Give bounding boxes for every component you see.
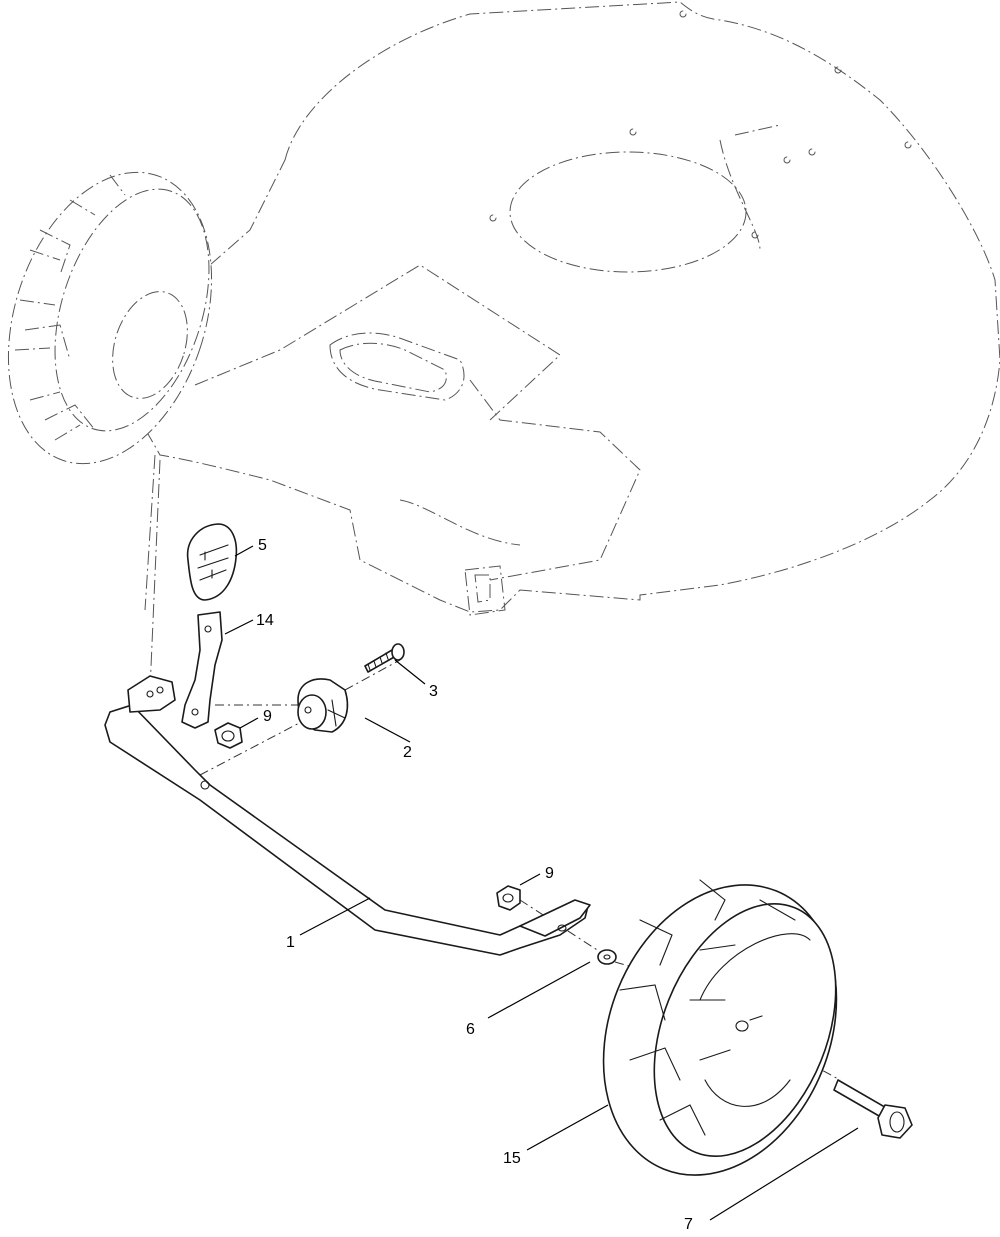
callout-7: 7 [684,1216,693,1233]
callout-5: 5 [258,537,267,554]
callout-9-upper: 9 [263,708,272,725]
callout-6: 6 [466,1021,475,1038]
rear-wheel-phantom [7,171,213,465]
part-3-screw [364,643,405,673]
callout-3: 3 [429,683,438,700]
part-7-shoulder-bolt [833,1079,913,1139]
leader-lines [224,545,859,1221]
part-15-front-wheel [602,879,838,1176]
callout-labels: 1 2 3 5 6 7 9 9 14 15 [256,537,693,1233]
part-9-nut-lower [496,885,521,911]
callout-15: 15 [503,1150,521,1167]
part-2-adjuster-knob [297,678,349,733]
part-9-nut-upper [214,722,243,749]
part-14-bracket [181,611,223,729]
callout-14: 14 [256,612,274,629]
part-6-washer [597,949,617,965]
part-1-axle-rod [104,675,591,956]
mower-deck-phantom [124,1,1000,691]
callout-2: 2 [403,744,412,761]
callout-1: 1 [286,934,295,951]
callout-9-lower: 9 [545,865,554,882]
part-5-knob-cap [186,523,238,601]
